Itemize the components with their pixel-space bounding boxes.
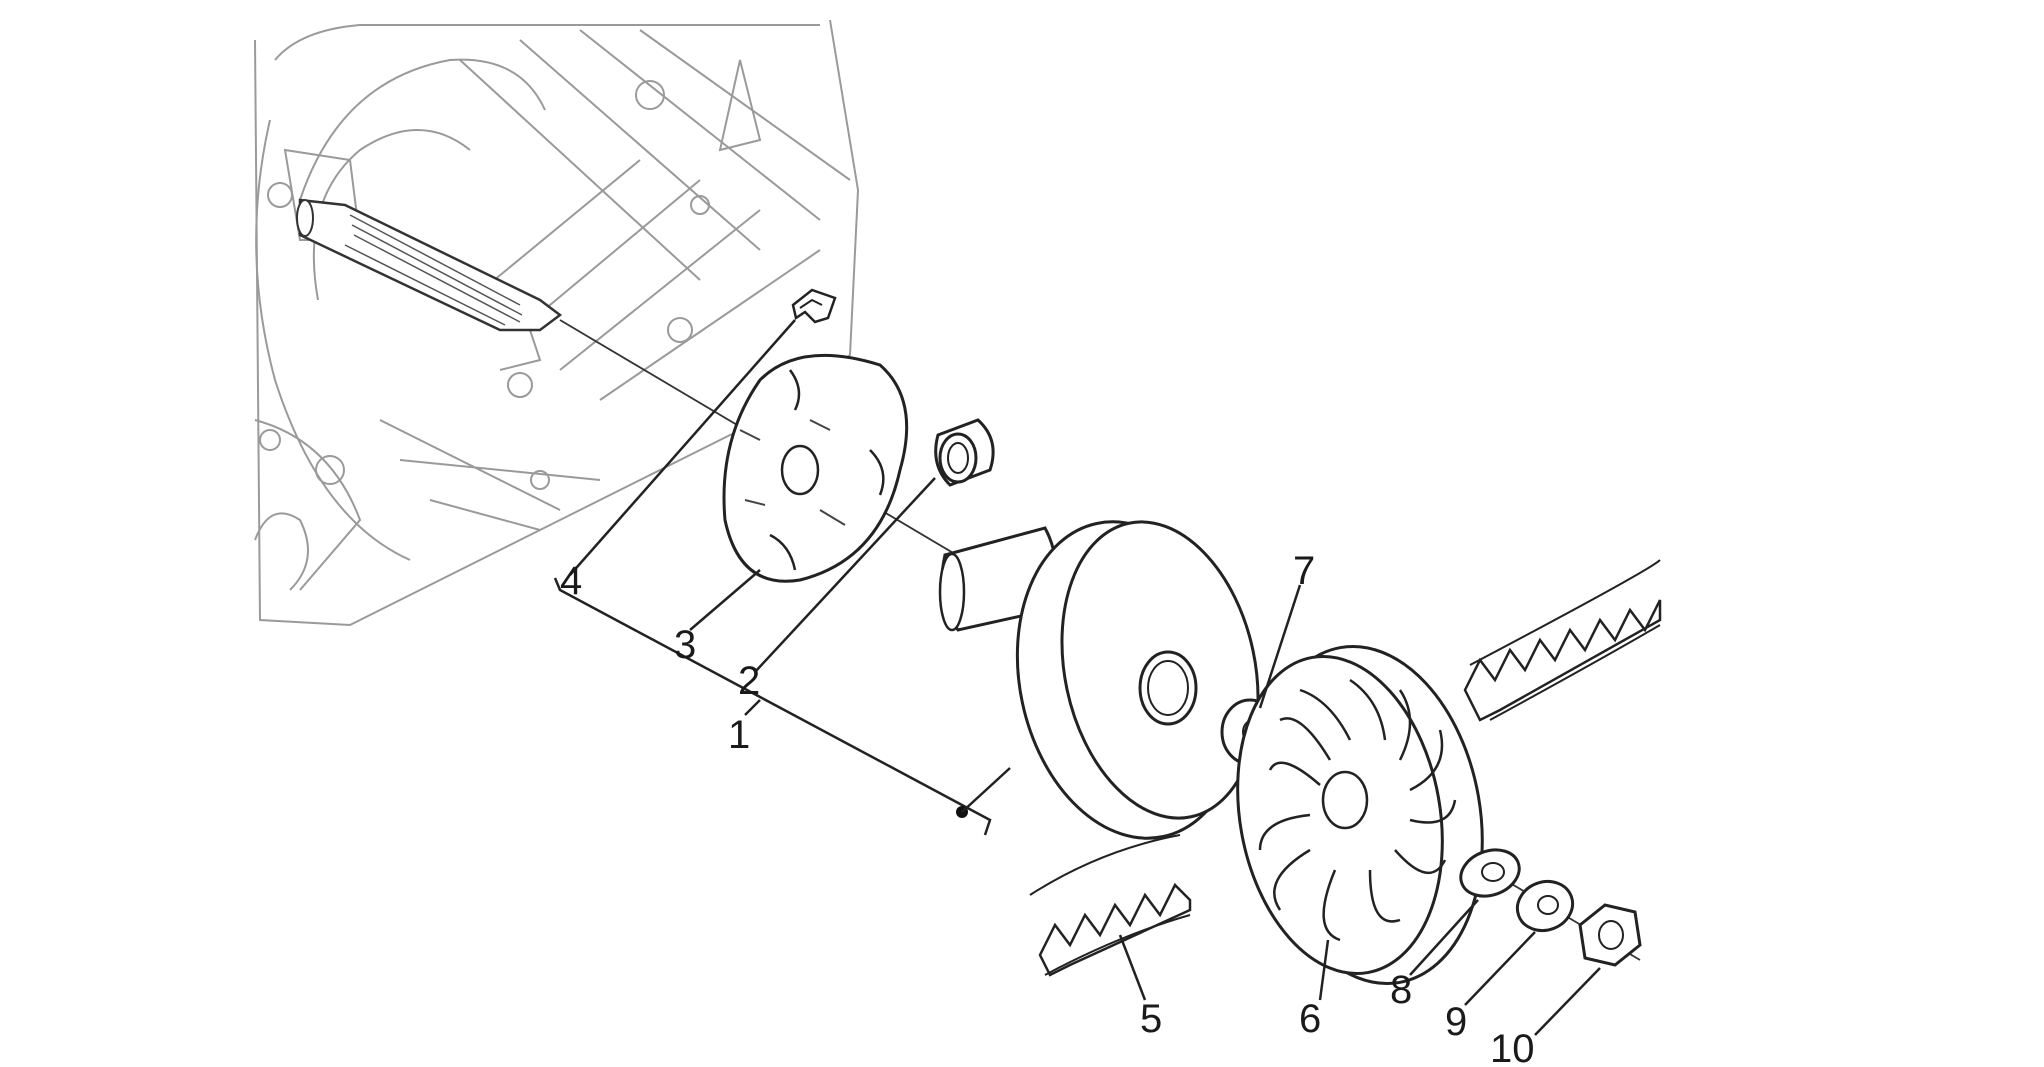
item-1-bracket	[553, 577, 992, 836]
callout-7: 7	[1293, 549, 1315, 593]
leader-5	[1118, 934, 1147, 1001]
callout-9: 9	[1445, 1000, 1467, 1044]
part-6-fan-pulley	[1236, 644, 1484, 986]
leader-10	[1534, 967, 1601, 1036]
callout-3: 3	[674, 623, 696, 667]
leader-9	[1464, 931, 1536, 1006]
leader-4	[569, 319, 796, 576]
callout-6: 6	[1299, 997, 1321, 1041]
callout-4: 4	[560, 559, 582, 603]
part-8-washer	[1459, 848, 1521, 898]
leader-lines	[569, 319, 1601, 1036]
part-9-washer	[1515, 879, 1575, 933]
part-5-belt-upper	[1463, 559, 1662, 722]
leader-6	[1318, 939, 1330, 1001]
part-1-drive-pulley	[938, 520, 1260, 840]
part-5-belt-lower	[1029, 834, 1192, 977]
splined-shaft	[296, 198, 563, 332]
part-4-clip	[791, 288, 837, 324]
callout-8: 8	[1390, 968, 1412, 1012]
callout-10: 10	[1490, 1027, 1535, 1067]
callout-1: 1	[728, 713, 750, 757]
callout-5: 5	[1140, 997, 1162, 1041]
item-1-bracket-leader	[744, 699, 761, 716]
item-1-bracket-tick	[961, 767, 1011, 813]
leader-7	[1258, 584, 1302, 709]
leader-8	[1409, 899, 1479, 976]
leader-3	[689, 569, 761, 631]
part-3-ramp-plate	[722, 353, 909, 583]
leader-2	[754, 477, 936, 673]
callout-2: 2	[738, 659, 760, 703]
part-2-bushing	[934, 418, 995, 487]
part-10-nut	[1578, 903, 1642, 967]
